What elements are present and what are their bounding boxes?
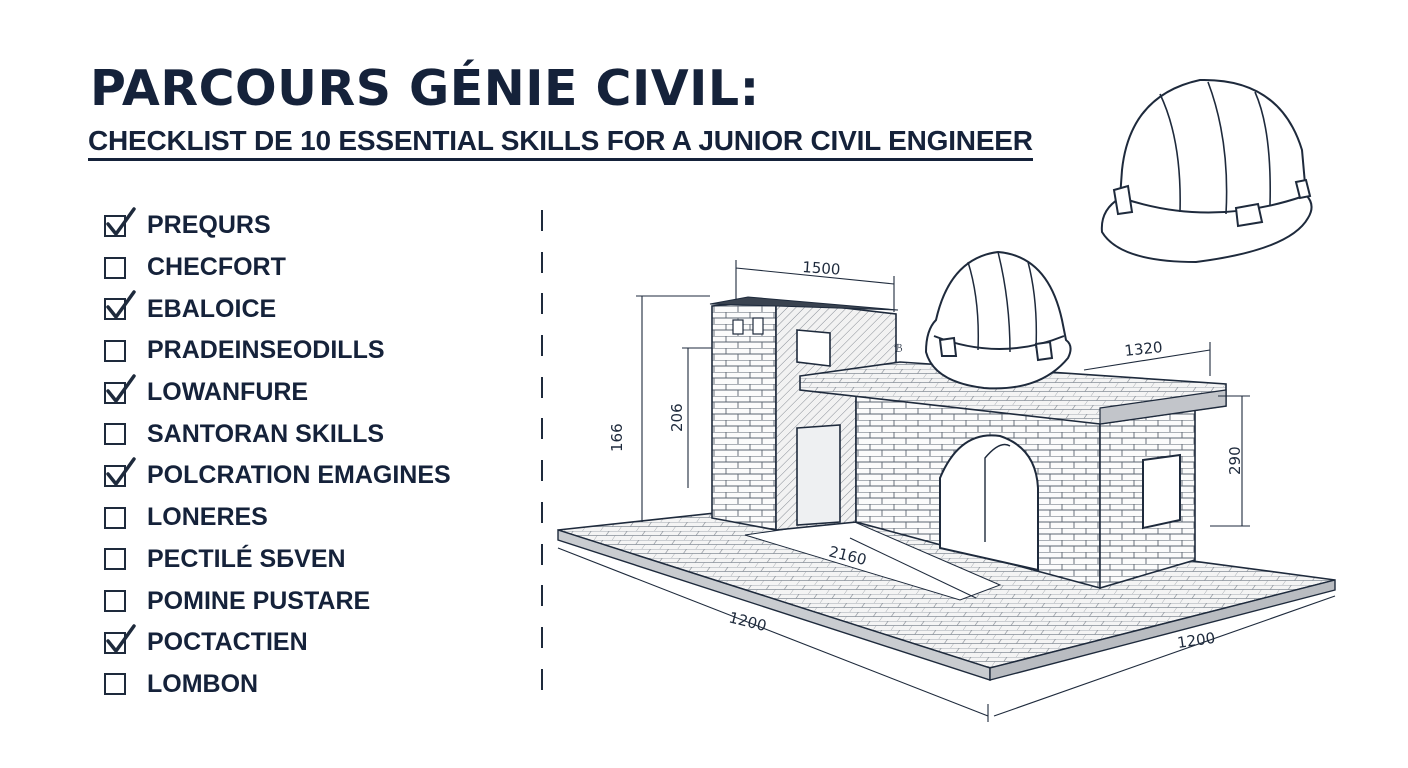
checkbox[interactable] xyxy=(541,376,543,398)
checklist-item[interactable]: LONERES xyxy=(104,497,451,539)
checkbox[interactable] xyxy=(104,457,136,487)
check-mark-icon xyxy=(106,457,136,486)
checklist-item[interactable]: CHECFORT xyxy=(104,247,451,289)
checkbox[interactable] xyxy=(541,418,543,440)
skills-checklist: PREQURS CHECFORT EBALOICE PRADEINSEODILL… xyxy=(104,205,451,705)
checkbox[interactable] xyxy=(541,460,543,482)
secondary-checkbox-column xyxy=(541,210,543,711)
checklist-label: LOWANFURE xyxy=(147,378,309,407)
checklist-label: POCTACTIEN xyxy=(147,628,308,657)
dimension-inner-height: 206 xyxy=(668,403,686,432)
checklist-label: POMINE PUSTARE xyxy=(147,586,371,615)
checkbox[interactable] xyxy=(104,290,136,321)
checkbox[interactable] xyxy=(541,210,543,231)
dimension-note: ℬ xyxy=(894,342,903,355)
checklist-item[interactable]: LOWANFURE xyxy=(104,372,451,414)
checkbox[interactable] xyxy=(104,623,136,654)
dimension-left-height: 166 xyxy=(608,423,626,452)
check-mark-icon xyxy=(106,290,136,319)
checkbox[interactable] xyxy=(104,339,126,362)
checklist-item[interactable]: EBALOICE xyxy=(104,288,451,330)
checkbox[interactable] xyxy=(104,423,126,446)
checklist-item[interactable]: POLCRATION EMAGINES xyxy=(104,455,451,497)
checklist-label: PECTILÉ SБVEN xyxy=(147,544,346,573)
checkbox[interactable] xyxy=(541,501,543,523)
checkbox[interactable] xyxy=(541,543,543,565)
check-mark-icon xyxy=(106,207,136,236)
checkbox[interactable] xyxy=(104,207,136,237)
checklist-label: LOMBON xyxy=(147,669,259,698)
checklist-label: PRADEINSEODILLS xyxy=(147,336,385,365)
checkbox[interactable] xyxy=(104,673,126,696)
checkbox[interactable] xyxy=(104,373,136,404)
hard-hat-on-roof-icon xyxy=(924,250,1072,390)
dimension-top-width: 1500 xyxy=(802,258,841,279)
dimension-right-top: 1320 xyxy=(1124,338,1164,360)
checkbox[interactable] xyxy=(541,293,543,315)
checkbox[interactable] xyxy=(104,506,126,529)
checklist-label: PREQURS xyxy=(147,211,271,240)
dimension-labels: 1500 1320 166 206 290 2160 1200 1200 ℬ xyxy=(608,258,1244,652)
check-mark-icon xyxy=(106,373,136,403)
dimension-base-left: 1200 xyxy=(727,608,768,635)
checklist-label: EBALOICE xyxy=(147,294,277,323)
checklist-item[interactable]: PECTILÉ SБVEN xyxy=(104,539,451,581)
hard-hat-icon xyxy=(1100,78,1313,264)
dimension-right-height: 290 xyxy=(1226,446,1244,475)
checkbox[interactable] xyxy=(541,585,543,607)
checklist-label: LONERES xyxy=(147,503,268,532)
checklist-item[interactable]: POMINE PUSTARE xyxy=(104,580,451,622)
checkbox[interactable] xyxy=(541,668,543,690)
checklist-item[interactable]: PRADEINSEODILLS xyxy=(104,330,451,372)
page-subtitle: CHECKLIST DE 10 ESSENTIAL SKILLS FOR A J… xyxy=(88,125,1033,161)
checkbox[interactable] xyxy=(541,335,543,357)
checklist-item[interactable]: PREQURS xyxy=(104,205,451,247)
checklist-item[interactable]: SANTORAN SKILLS xyxy=(104,413,451,455)
checkbox[interactable] xyxy=(104,256,126,279)
dimension-floor-depth: 2160 xyxy=(827,542,868,569)
checklist-label: POLCRATION EMAGINES xyxy=(147,461,451,490)
check-mark-icon xyxy=(106,623,136,653)
checklist-item[interactable]: POCTACTIEN xyxy=(104,622,451,664)
checklist-item[interactable]: LOMBON xyxy=(104,664,451,706)
checkbox[interactable] xyxy=(541,626,543,648)
checkbox[interactable] xyxy=(104,590,126,613)
checklist-label: SANTORAN SKILLS xyxy=(147,419,385,448)
page-title: PARCOURS GÉNIE CIVIL: xyxy=(90,60,760,117)
checkbox[interactable] xyxy=(104,548,126,571)
checklist-label: CHECFORT xyxy=(147,253,286,282)
dimension-base-right: 1200 xyxy=(1176,629,1216,652)
checkbox[interactable] xyxy=(541,251,543,273)
